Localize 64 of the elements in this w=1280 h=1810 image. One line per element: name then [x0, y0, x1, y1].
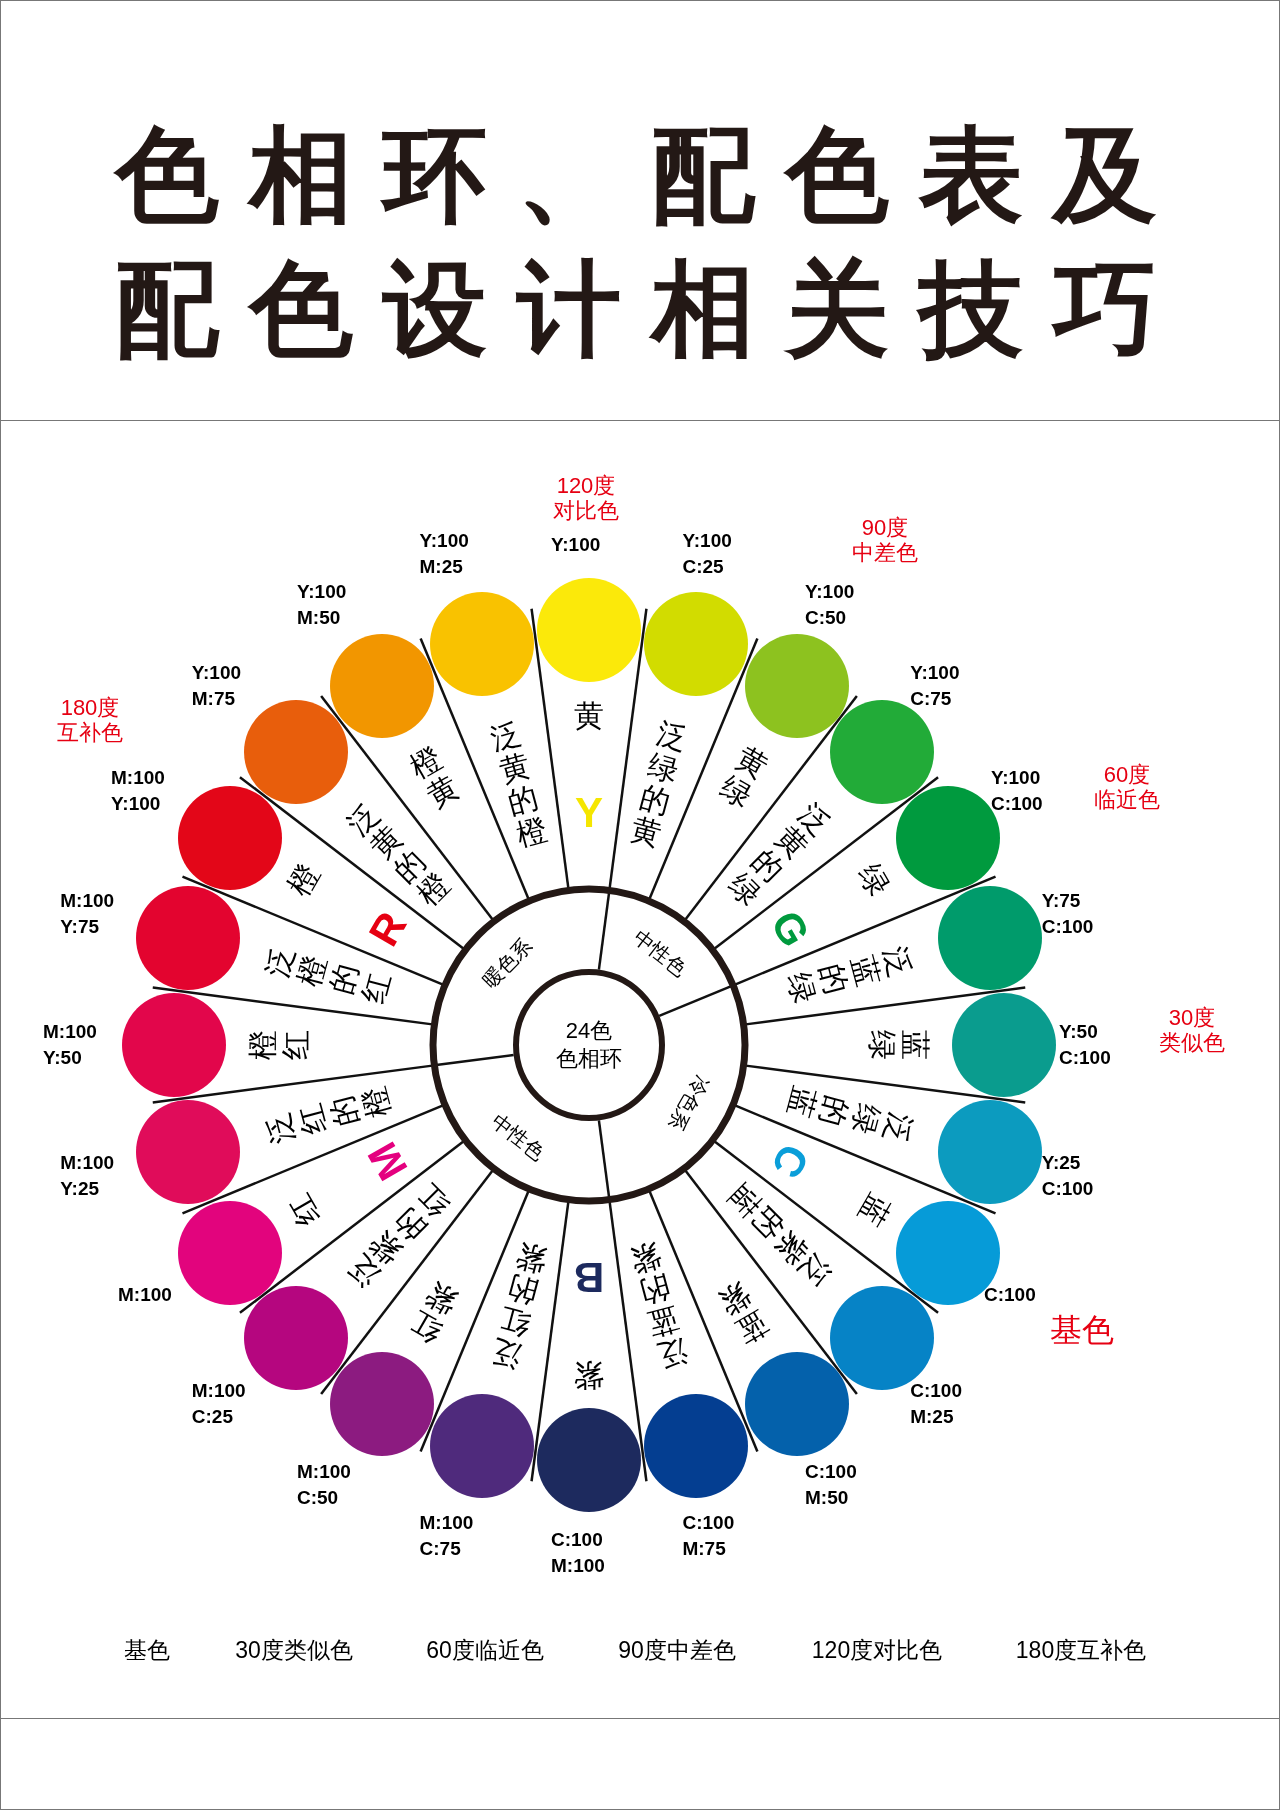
- center-label: 24色: [565, 1017, 613, 1045]
- color-group-label: 暖色系: [475, 931, 539, 995]
- cmyk-value-label: M:100 C:25: [191, 1379, 247, 1430]
- primary-letter: Y: [575, 792, 603, 834]
- relation-caption: 60度临近色: [426, 1635, 544, 1665]
- hue-name-label: 泛黄的橙: [487, 716, 551, 852]
- hue-name-label: 红紫: [404, 1277, 464, 1350]
- title: 色相环、配色表及配色设计相关技巧: [115, 116, 1188, 369]
- color-relation-label: 30度类似色: [1158, 1004, 1226, 1056]
- cmyk-value-label: Y:100 C:50: [805, 580, 856, 631]
- cmyk-value-label: Y:100 M:75: [191, 660, 243, 711]
- hue-name-label: 泛蓝的紫: [627, 1238, 691, 1374]
- relation-caption: 基色: [124, 1635, 170, 1665]
- cmyk-value-label: Y:100 M:50: [297, 580, 348, 631]
- color-group-label: 中性色: [626, 922, 693, 984]
- primary-letter: R: [362, 905, 414, 953]
- cmyk-value-label: Y:100: [551, 533, 602, 557]
- primary-letter: G: [763, 904, 817, 954]
- color-group-label: 冷色系: [661, 1069, 718, 1137]
- hue-name-label: 泛红的紫: [487, 1238, 551, 1374]
- cmyk-value-label: C:100 M:25: [910, 1379, 963, 1430]
- cmyk-value-label: Y:100 C:100: [990, 766, 1044, 816]
- primary-letter: B: [573, 1256, 605, 1298]
- cmyk-value-label: Y:25 C:100: [1041, 1151, 1095, 1202]
- cmyk-value-label: C:100 M:100: [551, 1528, 606, 1578]
- cmyk-value-label: M:100 C:75: [419, 1510, 475, 1561]
- color-group-label: 中性色: [485, 1106, 552, 1168]
- cmyk-value-label: Y:75 C:100: [1041, 888, 1095, 939]
- cmyk-value-label: Y:50 C:100: [1059, 1020, 1112, 1070]
- primary-letter: M: [361, 1135, 415, 1187]
- hue-name-label: 黄: [574, 698, 604, 732]
- cmyk-value-label: C:100: [984, 1283, 1037, 1307]
- cmyk-value-label: M:100 Y:50: [43, 1020, 98, 1070]
- color-relation-label: 120度对比色: [552, 472, 620, 524]
- hue-name-label: 蓝紫: [714, 1277, 774, 1350]
- relation-caption: 30度类似色: [235, 1635, 353, 1665]
- color-relation-label: 60度临近色: [1093, 761, 1161, 813]
- hue-name-label: 黄绿: [714, 740, 774, 813]
- cmyk-value-label: C:100 M:50: [805, 1459, 858, 1510]
- cmyk-value-label: M:100 Y:75: [60, 888, 116, 939]
- color-relation-label: 基色: [1050, 1311, 1114, 1349]
- hue-name-label: 蓝绿: [866, 1030, 932, 1060]
- hue-name-label: 橙: [281, 858, 325, 902]
- hue-name-label: 绿: [853, 858, 897, 902]
- hue-name-label: 紫: [574, 1358, 604, 1392]
- relation-caption: 90度中差色: [618, 1635, 736, 1665]
- hue-name-label: 橙黄: [404, 740, 464, 813]
- cmyk-value-label: M:100 C:50: [297, 1459, 352, 1510]
- color-relation-label: 90度中差色: [851, 514, 919, 566]
- hue-name-label: 红: [281, 1188, 325, 1232]
- cmyk-value-label: Y:100 M:25: [419, 529, 470, 580]
- relation-caption: 120度对比色: [811, 1635, 943, 1665]
- cmyk-value-label: C:100 M:75: [682, 1510, 736, 1561]
- cmyk-value-label: M:100 Y:25: [60, 1151, 116, 1202]
- hue-name-label: 橙红: [246, 1030, 312, 1060]
- relation-caption: 180度互补色: [1015, 1635, 1147, 1665]
- hue-name-label: 蓝: [853, 1188, 897, 1232]
- hue-name-label: 泛绿的黄: [627, 716, 691, 852]
- cmyk-value-label: Y:100 C:25: [682, 529, 733, 580]
- center-label: 色相环: [556, 1045, 622, 1073]
- cmyk-value-label: Y:100 C:75: [910, 660, 961, 711]
- color-relation-label: 180度互补色: [56, 694, 124, 746]
- cmyk-value-label: M:100: [118, 1283, 173, 1307]
- cmyk-value-label: M:100 Y:100: [111, 766, 166, 816]
